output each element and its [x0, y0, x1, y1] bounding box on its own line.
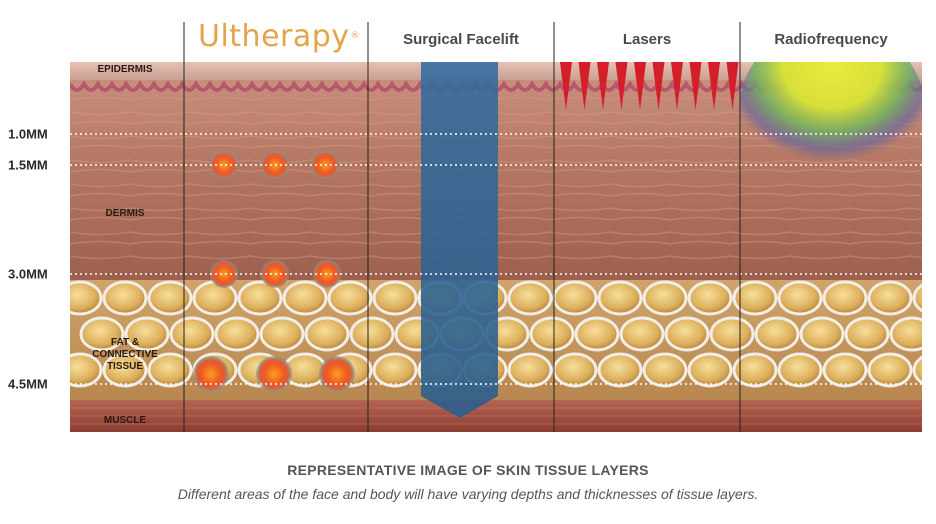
collagen-streak: [70, 231, 922, 236]
fat-cell: [642, 352, 688, 388]
fat-cell: [687, 352, 733, 388]
header-lasers: Lasers: [622, 30, 672, 48]
collagen-streak: [70, 192, 922, 197]
fat-cell: [822, 280, 868, 316]
fat-cell: [102, 352, 148, 388]
ultherapy-dot: [256, 356, 292, 392]
fat-cell: [529, 316, 575, 352]
fat-cell: [147, 280, 193, 316]
fat-cell: [349, 316, 395, 352]
fat-cell: [507, 280, 553, 316]
fat-cells: [70, 280, 922, 388]
label-fat-connective-tissue: FAT & CONNECTIVE TISSUE: [92, 337, 158, 373]
fat-cell: [282, 280, 328, 316]
laser-beam: [578, 62, 591, 110]
fat-cell: [237, 280, 283, 316]
column-dividers: [183, 22, 741, 432]
fat-cell: [687, 280, 733, 316]
fat-cell: [777, 280, 823, 316]
fat-cell: [732, 280, 778, 316]
label-muscle: MUSCLE: [103, 415, 147, 426]
laser-beam: [615, 62, 628, 110]
fat-cell: [70, 280, 103, 316]
depth-label-4-5mm: 4.5MM: [8, 376, 48, 392]
fat-cell: [844, 316, 890, 352]
ultherapy-dot: [210, 151, 238, 179]
surgical-facelift-bar: [421, 62, 498, 418]
depth-label-3mm: 3.0MM: [8, 266, 48, 282]
fat-cell: [372, 352, 418, 388]
collagen-streak: [70, 255, 922, 260]
fat-cell: [619, 316, 665, 352]
laser-beam: [689, 62, 702, 110]
label-fat-line2: CONNECTIVE: [92, 349, 158, 360]
depth-label-1mm: 1.0MM: [8, 126, 48, 142]
fat-cell: [867, 352, 913, 388]
fat-cell: [709, 316, 755, 352]
fat-cell: [822, 352, 868, 388]
depth-label-1-5mm: 1.5MM: [8, 157, 48, 173]
ultherapy-dot: [193, 356, 229, 392]
label-fat-line1: FAT &: [110, 337, 140, 348]
laser-beam: [671, 62, 683, 110]
fat-cell: [799, 316, 845, 352]
label-fat-line3: TISSUE: [106, 361, 144, 372]
label-dermis: DERMIS: [105, 208, 145, 219]
header-surgical-facelift: Surgical Facelift: [403, 30, 519, 48]
registered-mark: ®: [350, 31, 361, 41]
fat-cell: [597, 352, 643, 388]
fat-cell: [912, 355, 922, 385]
laser-beam: [560, 62, 572, 110]
fat-cell: [754, 316, 800, 352]
ultherapy-dot: [319, 356, 355, 392]
fat-cell: [642, 280, 688, 316]
fat-cell: [777, 352, 823, 388]
laser-beam: [726, 62, 739, 110]
fat-cell: [169, 316, 215, 352]
fat-cell: [574, 316, 620, 352]
rf-heat-zone: [740, 62, 922, 185]
fat-cell: [552, 280, 598, 316]
fat-cell: [102, 280, 148, 316]
laser-beam: [652, 62, 665, 110]
fat-cell: [732, 352, 778, 388]
caption-title: REPRESENTATIVE IMAGE OF SKIN TISSUE LAYE…: [287, 462, 649, 478]
fat-cell: [372, 280, 418, 316]
brand-name: Ultherapy: [198, 18, 350, 54]
ultherapy-logo: Ultherapy®: [198, 14, 368, 58]
collagen-streak: [70, 216, 922, 221]
fat-cell: [147, 352, 193, 388]
fat-cell: [70, 352, 103, 388]
header-radiofrequency: Radiofrequency: [774, 30, 888, 48]
laser-beam: [634, 62, 646, 110]
fat-cell: [664, 316, 710, 352]
collagen-streak: [70, 240, 922, 245]
ultherapy-dot: [210, 260, 238, 288]
fat-cell: [867, 280, 913, 316]
laser-beam: [597, 62, 609, 110]
fat-cell: [304, 316, 350, 352]
fat-cell: [889, 316, 922, 352]
muscle-fibers: [70, 407, 922, 425]
fat-cell: [192, 280, 238, 316]
label-epidermis: EPIDERMIS: [97, 64, 153, 75]
collagen-streak: [70, 183, 922, 188]
laser-beams: [560, 62, 739, 110]
fat-cell: [552, 352, 598, 388]
fat-cell: [912, 283, 922, 313]
caption-subtitle: Different areas of the face and body wil…: [177, 486, 759, 502]
fat-cell: [327, 280, 373, 316]
fat-cell: [214, 316, 260, 352]
fat-cell: [259, 316, 305, 352]
fat-cell: [597, 280, 643, 316]
fat-cell: [507, 352, 553, 388]
laser-beam: [708, 62, 720, 110]
depth-lines: [70, 133, 922, 385]
fat-cell: [79, 316, 125, 352]
fat-cell: [124, 316, 170, 352]
collagen-streak: [70, 207, 922, 212]
